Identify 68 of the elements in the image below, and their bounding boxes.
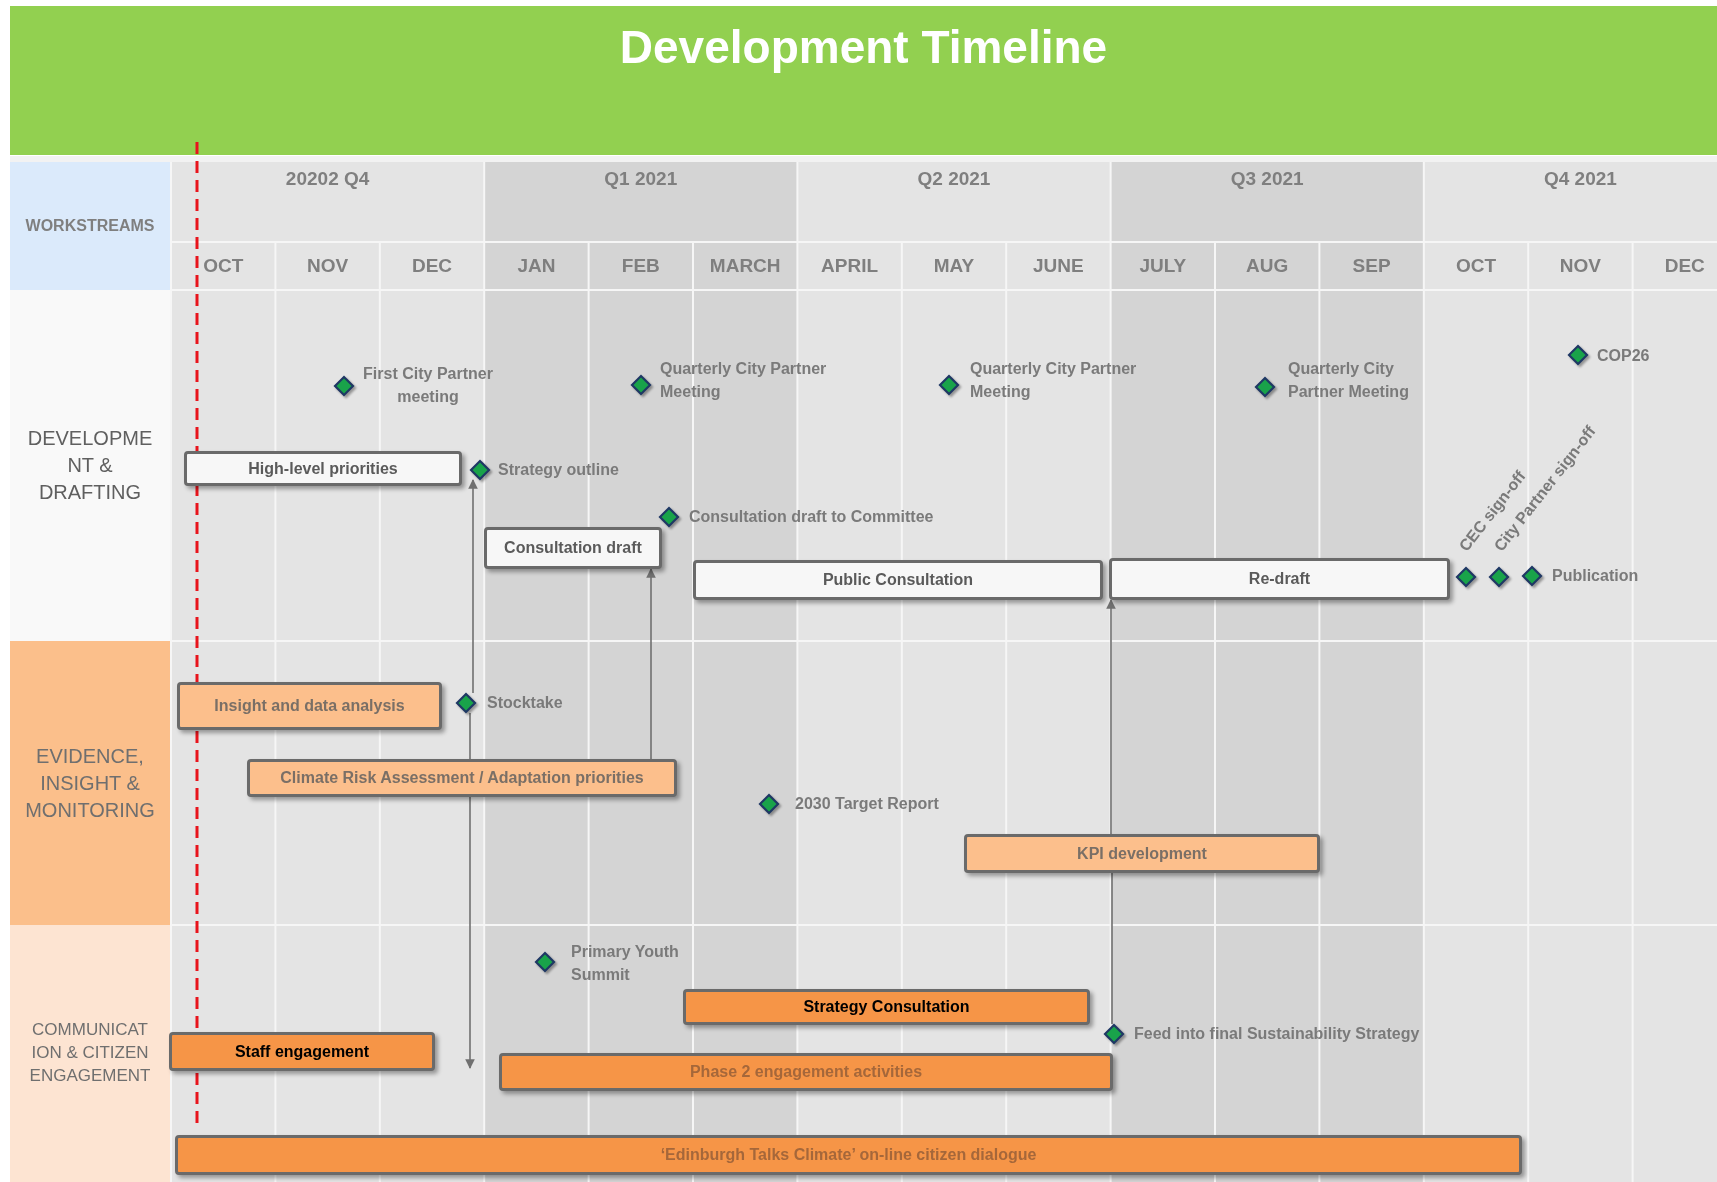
milestone-diamond xyxy=(470,460,490,480)
month-header: JAN xyxy=(516,254,557,278)
task-bar: Climate Risk Assessment / Adaptation priorities xyxy=(247,759,677,797)
arrow xyxy=(646,568,656,760)
connector-line xyxy=(1111,872,1113,1025)
milestone-diamond xyxy=(1255,377,1275,397)
month-header: DEC xyxy=(410,254,454,278)
month-header: OCT xyxy=(1454,254,1498,278)
month-header: AUG xyxy=(1245,254,1290,278)
milestone-diamond xyxy=(631,375,651,395)
milestone-label: Primary Youth Summit xyxy=(571,942,680,986)
month-header: DEC xyxy=(1663,254,1706,278)
milestone-label: COP26 xyxy=(1597,346,1650,366)
milestone-diamond xyxy=(1489,567,1509,587)
month-header: JUNE xyxy=(1032,254,1085,278)
milestone-diamond xyxy=(334,376,354,396)
task-bar: Re-draft xyxy=(1109,558,1450,600)
milestone-label: Quarterly City Partner Meeting xyxy=(660,359,828,403)
task-bar: Strategy Consultation xyxy=(683,989,1090,1025)
milestone-label: Quarterly City Partner Meeting xyxy=(970,359,1138,403)
milestone-label: Feed into final Sustainability Strategy xyxy=(1134,1024,1420,1044)
milestone-diamond xyxy=(939,375,959,395)
milestone-label: Publication xyxy=(1552,566,1639,586)
task-bar: Phase 2 engagement activities xyxy=(499,1053,1113,1091)
month-header: MARCH xyxy=(708,254,782,278)
arrow xyxy=(465,796,475,1069)
milestone-diamond xyxy=(1456,567,1476,587)
milestone-diamond xyxy=(759,794,779,814)
month-header: FEB xyxy=(620,254,661,278)
quarter-header: Q1 2021 xyxy=(603,167,679,191)
month-header: NOV xyxy=(306,254,350,278)
quarter-header: Q2 2021 xyxy=(916,167,992,191)
month-header: SEP xyxy=(1351,254,1392,278)
quarter-header: Q3 2021 xyxy=(1229,167,1305,191)
milestone-diamond xyxy=(1104,1024,1124,1044)
month-header: APRIL xyxy=(820,254,880,278)
quarter-header: 20202 Q4 xyxy=(284,167,371,191)
arrow xyxy=(468,479,478,694)
milestone-diamond xyxy=(535,952,555,972)
milestone-diamond xyxy=(1522,566,1542,586)
task-bar: Staff engagement xyxy=(169,1032,435,1071)
milestone-label: Consultation draft to Committee xyxy=(689,507,934,527)
milestone-diamond xyxy=(659,507,679,527)
month-header: OCT xyxy=(202,254,245,278)
task-bar: Insight and data analysis xyxy=(177,682,442,730)
milestone-label: Stocktake xyxy=(487,693,563,713)
milestone-label: Quarterly City Partner Meeting xyxy=(1288,359,1410,403)
workstream-label: EVIDENCE, INSIGHT & MONITORING xyxy=(24,743,156,823)
task-bar: KPI development xyxy=(964,834,1320,873)
month-header: MAY xyxy=(932,254,976,278)
quarter-header: Q4 2021 xyxy=(1542,167,1618,191)
workstream-label: COMMUNICAT ION & CITIZEN ENGAGEMENT xyxy=(28,1019,152,1087)
task-bar: Consultation draft xyxy=(484,527,662,569)
arrow xyxy=(1106,599,1116,835)
task-bar: ‘Edinburgh Talks Climate’ on-line citizen dialogue xyxy=(175,1135,1522,1175)
milestone-label: Strategy outline xyxy=(498,460,619,480)
task-bar: Public Consultation xyxy=(693,560,1103,600)
month-header: NOV xyxy=(1558,254,1602,278)
milestone-diamond xyxy=(456,693,476,713)
title: Development Timeline xyxy=(618,20,1109,74)
column-header: WORKSTREAMS xyxy=(24,216,156,236)
milestone-diamond xyxy=(1568,345,1588,365)
workstream-label: DEVELOPME NT & DRAFTING xyxy=(26,426,154,505)
task-bar: High-level priorities xyxy=(184,451,462,486)
milestone-label: First City Partner meeting xyxy=(362,364,494,408)
month-header: JULY xyxy=(1138,254,1188,278)
milestone-label: 2030 Target Report xyxy=(795,794,939,814)
connector-line xyxy=(469,712,471,760)
